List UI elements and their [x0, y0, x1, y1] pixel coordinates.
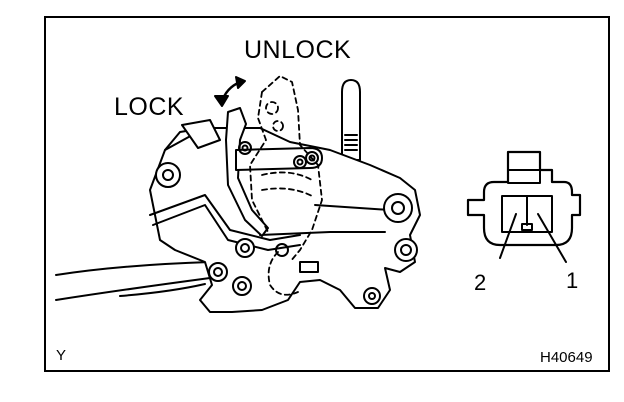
lock-rod — [341, 79, 361, 161]
figure-code: H40649 — [540, 349, 593, 366]
terminal-2-label: 2 — [474, 270, 487, 295]
rotation-arrow — [214, 76, 246, 107]
view-label: Y — [56, 347, 67, 364]
connector — [466, 150, 582, 263]
handle-rods — [55, 261, 211, 301]
mounting-holes — [155, 162, 418, 305]
terminal-1-label: 1 — [566, 268, 579, 293]
lock-label: LOCK — [114, 93, 185, 121]
rivets — [208, 238, 319, 296]
unlock-lever-dashed — [249, 75, 323, 296]
unlock-label: UNLOCK — [244, 36, 352, 64]
